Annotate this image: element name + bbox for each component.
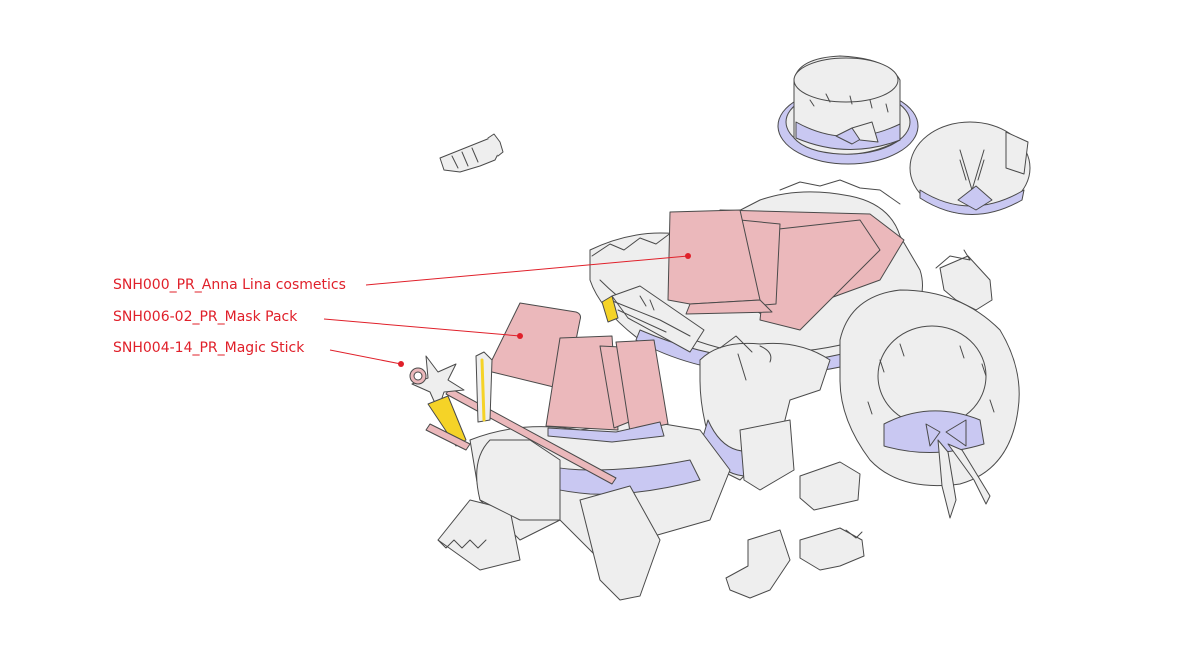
leader-dot-magic-stick [398, 361, 404, 367]
leader-line-anna-lina [365, 255, 689, 286]
leader-dot-mask-pack [517, 333, 523, 339]
label-mask-pack: SNH006-02_PR_Mask Pack [113, 309, 298, 325]
leader-dot-anna-lina [685, 253, 691, 259]
boater-hat [777, 55, 919, 165]
sun-hat-bow [839, 289, 1020, 519]
label-anna-lina-cosmetics: SNH000_PR_Anna Lina cosmetics [113, 277, 346, 293]
label-magic-stick: SNH004-14_PR_Magic Stick [113, 340, 305, 356]
leader-line-mask-pack [323, 318, 521, 337]
socks-bottom [725, 527, 865, 599]
mask-pack [488, 302, 669, 443]
round-hat [909, 121, 1031, 215]
magic-stick [409, 351, 617, 485]
cosmetic-tube [601, 285, 705, 353]
anna-lina-cosmetics [667, 209, 905, 331]
callout-leaders [323, 253, 691, 367]
sock-right [935, 249, 993, 311]
lower-dress [437, 419, 731, 601]
sock-top-left [439, 133, 504, 173]
leader-line-magic-stick [329, 349, 402, 365]
cloth-scraps [739, 419, 861, 511]
